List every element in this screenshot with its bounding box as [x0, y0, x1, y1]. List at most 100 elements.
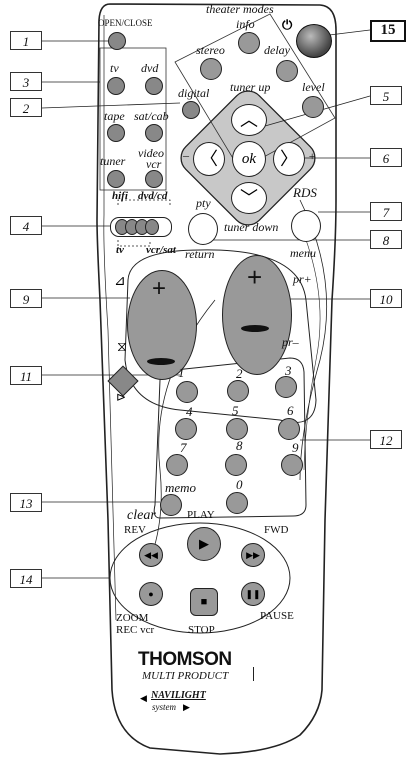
navilight-arrow-left-icon: ◀: [140, 693, 147, 703]
digit-4-label: 4: [186, 404, 193, 419]
info-label: info: [236, 17, 255, 31]
callout-8: 8: [370, 230, 402, 249]
record-button[interactable]: ●: [139, 582, 163, 606]
digit-5-button[interactable]: [226, 418, 248, 440]
digit-3-button[interactable]: [275, 376, 297, 398]
callout-2: 2: [10, 98, 42, 117]
callout-14: 14: [10, 569, 42, 588]
standby-button[interactable]: [296, 24, 332, 58]
digit-2-button[interactable]: [227, 380, 249, 402]
delay-button[interactable]: [276, 60, 298, 82]
level-label: level: [302, 80, 325, 94]
callout-9: 9: [10, 289, 42, 308]
video-vcr-button[interactable]: [145, 170, 163, 188]
nav-up-button[interactable]: ︿: [231, 104, 267, 136]
nav-down-button[interactable]: ﹀: [231, 182, 267, 214]
volume-plus-symbol: +: [152, 275, 167, 302]
digit-8-button[interactable]: [225, 454, 247, 476]
play-button[interactable]: ▶: [187, 527, 221, 561]
digit-4-button[interactable]: [175, 418, 197, 440]
body-curve-right: [299, 199, 328, 481]
nav-left-button[interactable]: 〈: [193, 142, 225, 176]
ok-button[interactable]: ok: [232, 141, 266, 177]
digit-7-button[interactable]: [166, 454, 188, 476]
tv-button[interactable]: [107, 77, 125, 95]
program-plus-symbol: +: [247, 262, 263, 292]
sat-cab-label: sat/cab: [134, 109, 169, 123]
callout-7: 7: [370, 202, 402, 221]
mute-icon: ⧖: [117, 338, 127, 354]
nav-right-button[interactable]: 〉: [273, 142, 305, 176]
digit-1-button[interactable]: [176, 381, 198, 403]
navilight-arrow-right-icon: ▶: [183, 702, 190, 712]
callout-5: 5: [370, 86, 402, 105]
brand-logo: THOMSON: [138, 649, 232, 670]
rds-menu-button[interactable]: [291, 210, 321, 242]
source-group-box: [99, 47, 167, 191]
digit-3-label: 3: [285, 363, 292, 378]
open-close-button[interactable]: [108, 32, 126, 50]
digit-8-label: 8: [236, 438, 243, 453]
selector-dot-4: [145, 219, 159, 235]
tape-button[interactable]: [107, 124, 125, 142]
digit-0-label: 0: [236, 477, 243, 492]
tuner-down-label: tuner down: [224, 220, 279, 234]
digit-9-label: 9: [292, 440, 299, 455]
digit-6-button[interactable]: [278, 418, 300, 440]
program-minus-bar: [241, 325, 269, 332]
info-button[interactable]: [238, 32, 260, 54]
stereo-label: stereo: [196, 43, 225, 57]
callout-12: 12: [370, 430, 402, 449]
fast-forward-button[interactable]: ▶▶: [241, 543, 265, 567]
memo-clear-button[interactable]: [160, 494, 182, 516]
rec-vcr-label: REC vcr: [116, 624, 155, 636]
hifi-label: hifi: [112, 190, 128, 202]
digit-9-button[interactable]: [281, 454, 303, 476]
pause-button[interactable]: ❚❚: [241, 582, 265, 606]
volume-minus-bar: [147, 358, 175, 365]
tv-label: tv: [110, 61, 119, 75]
rewind-button[interactable]: ◀◀: [139, 543, 163, 567]
clear-label: clear: [127, 508, 156, 523]
stop-label: STOP: [188, 624, 215, 636]
theater-band: [174, 13, 336, 171]
tv-selector-bracket: [117, 240, 151, 247]
level-button[interactable]: [302, 96, 324, 118]
minus-label: –: [183, 148, 189, 162]
callout-13: 13: [10, 493, 42, 512]
open-close-label: OPEN/CLOSE: [98, 18, 153, 28]
navilight-brand: NAVILIGHT: [151, 690, 206, 701]
system-label: system: [152, 702, 176, 712]
digital-label: digital: [178, 86, 210, 100]
program-rocker[interactable]: [222, 255, 292, 375]
pr-plus-label: pr+: [293, 272, 312, 286]
sat-cab-button[interactable]: [145, 124, 163, 142]
digit-0-button[interactable]: [226, 492, 248, 514]
brand-sub: MULTI PRODUCT: [142, 670, 229, 682]
pause-label: PAUSE: [260, 610, 294, 622]
power-icon: ⏻: [282, 17, 293, 32]
tuner-label: tuner: [100, 154, 126, 168]
rev-label: REV: [124, 524, 146, 536]
vcr-sat-label: vcr/sat: [146, 244, 176, 256]
pty-return-button[interactable]: [188, 213, 218, 245]
stop-button[interactable]: ■: [190, 588, 218, 616]
tuner-up-label: tuner up: [230, 80, 271, 94]
digit-7-label: 7: [180, 440, 187, 455]
stereo-button[interactable]: [200, 58, 222, 80]
callout-15: 15: [370, 20, 406, 42]
volume-up-icon: ⊿: [114, 272, 126, 288]
delay-label: delay: [264, 43, 290, 57]
plus-label: +: [308, 149, 317, 163]
callout-3: 3: [10, 72, 42, 91]
callout-4: 4: [10, 216, 42, 235]
dvd-button[interactable]: [145, 77, 163, 95]
video-label: video: [138, 146, 164, 160]
callout-6: 6: [370, 148, 402, 167]
theater-modes-label: theater modes: [206, 2, 274, 16]
digital-button[interactable]: [182, 101, 200, 119]
digit-2-label: 2: [236, 366, 243, 381]
tuner-button[interactable]: [107, 170, 125, 188]
